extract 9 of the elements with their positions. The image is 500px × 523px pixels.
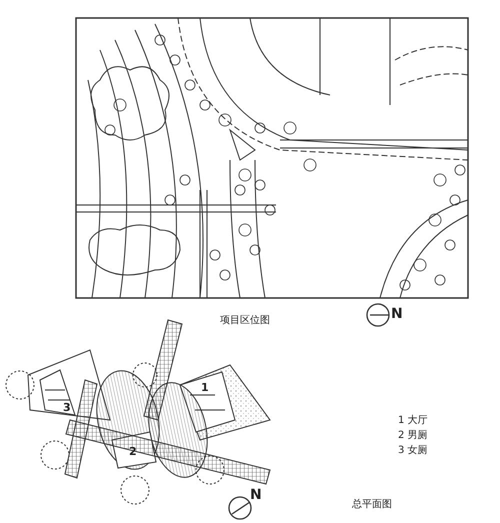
drawing-caption: 项目区位图	[220, 315, 270, 326]
north-label: N	[391, 307, 403, 322]
room-number: 3	[63, 402, 71, 414]
legend-entry: 1 大厅	[398, 415, 428, 426]
room-number: 1	[201, 382, 209, 394]
drawing-caption: 总平面图	[352, 499, 392, 510]
legend-entry: 2 男厕	[398, 430, 428, 441]
legend-entry: 3 女厕	[398, 445, 428, 456]
north-label: N	[250, 488, 262, 504]
